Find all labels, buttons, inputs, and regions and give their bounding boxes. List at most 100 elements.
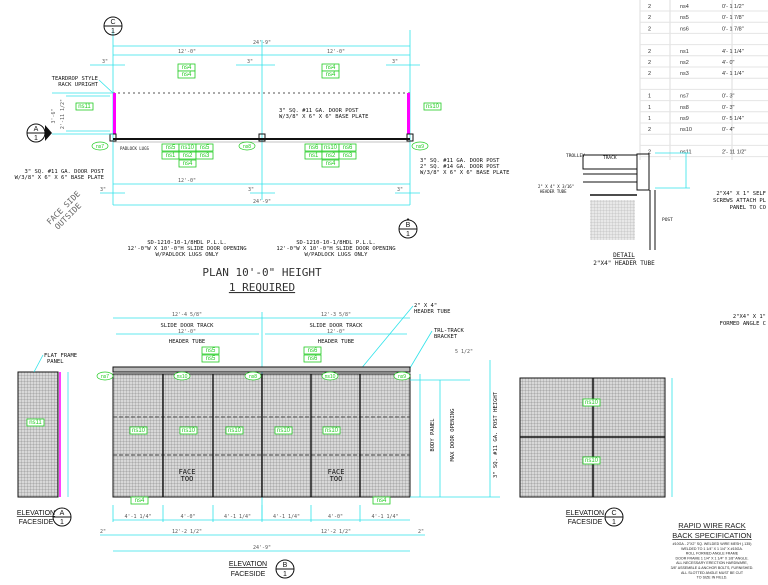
door-text: TOO — [181, 475, 194, 483]
post-label-right: W/3/8" X 6" X 6" BASE PLATE — [420, 170, 509, 176]
part-label-ns4: ns4 — [326, 161, 336, 167]
table-cell-length: 0'- 1 7/8" — [722, 15, 744, 21]
table-cell-length: 4'- 1 1/4" — [722, 71, 744, 77]
part-label-ns10: ns10 — [324, 145, 338, 151]
part-label-box — [195, 151, 214, 160]
part-label-ns6: ns6 — [309, 145, 319, 151]
side-note: 2"X4" X 1" SELF — [716, 191, 766, 197]
teardrop-label: TEARDROP STYLE — [52, 76, 98, 82]
elevation-c: ELEVATION FACESIDE C 1 — [519, 377, 673, 527]
trolley-label: TROLLEY — [566, 153, 585, 159]
door-spec-left: 12'-0"W X 10'-0"H SLIDE DOOR OPENING — [127, 246, 246, 252]
part-label-ns3: ns3 — [343, 153, 353, 159]
part-label-box — [582, 456, 601, 465]
part-label-box — [423, 102, 442, 111]
part-callout-ns9: ns9 — [416, 144, 424, 150]
dim-track-left: 12'-4 5/8" — [172, 312, 202, 318]
part-callout-ns7: ns7 — [101, 374, 109, 380]
part-label-box — [274, 426, 293, 435]
spec-line: ALL SLOTTED ANGLE MUST BE CUT — [681, 571, 744, 575]
part-label-box — [195, 143, 214, 152]
dim-panel: 4'-1 1/4" — [224, 514, 251, 520]
dim-header: 12'-0" — [327, 329, 345, 335]
part-callout-ellipse — [321, 371, 339, 381]
table-cell-length: 2'- 11 1/2" — [722, 150, 746, 156]
table-cell-length: 0'- 1 1/2" — [722, 4, 744, 10]
table-cell-qty: 2 — [648, 60, 651, 66]
part-label-box — [179, 426, 198, 435]
dim-overall-bottom: 24'-9" — [253, 199, 271, 205]
table-cell-qty: 2 — [648, 150, 651, 156]
slide-track-label: SLIDE DOOR TRACK — [161, 323, 215, 329]
part-callout-ns10: ns10 — [177, 374, 188, 380]
post-label-mid: W/3/8" X 6" X 6" BASE PLATE — [279, 114, 368, 120]
part-label-ns1: ns1 — [309, 153, 319, 159]
header-tube-detail: TROLLEY TRACK 2" X 4" X 3/16" HEADER TUB… — [538, 152, 767, 327]
post-label: POST — [662, 217, 673, 223]
part-label-box — [178, 159, 197, 168]
part-label-ns4: ns4 — [135, 498, 145, 504]
table-cell-part: ns1 — [680, 49, 689, 55]
part-label-ns2: ns2 — [183, 153, 193, 159]
table-cell-part: ns3 — [680, 71, 689, 77]
table-cell-length: 4'- 1 1/4" — [722, 49, 744, 55]
part-label-ns4: ns4 — [326, 72, 336, 78]
part-label-box — [201, 346, 220, 355]
header-tube-label: 2" X 4" X 3/16" — [538, 184, 574, 189]
marker-c: C — [611, 510, 616, 517]
specification-block: RAPID WIRE RACK BACK SPECIFICATION #10GA… — [671, 521, 754, 580]
table-cell-qty: 1 — [648, 116, 651, 122]
bracket-callout: TRL-TRACK — [434, 328, 464, 334]
dim-top-gap: 5 1/2" — [455, 349, 473, 355]
table-cell-part: ns2 — [680, 60, 689, 66]
table-cell-length: 4'- 0" — [722, 60, 735, 66]
part-callout-ns8: ns8 — [249, 374, 257, 380]
dim-panel: 4'-1 1/4" — [124, 514, 151, 520]
flat-frame-label: FLAT FRAME — [44, 353, 77, 359]
svg-text:A: A — [34, 126, 39, 133]
side-note-2: 2"X4" X 1" — [733, 314, 766, 320]
part-label-ns10: ns10 — [132, 428, 146, 434]
dim-side: 3" — [102, 59, 108, 65]
header-tube-label: HEADER TUBE — [169, 339, 205, 345]
section-marker-b: B 1 — [398, 218, 418, 239]
dim-overall: 24'-9" — [253, 545, 271, 551]
dim-half: 12'-0" — [178, 178, 196, 184]
part-label-box — [177, 70, 196, 79]
table-cell-part: ns6 — [680, 26, 689, 32]
svg-text:1: 1 — [111, 28, 115, 35]
part-label-ns3: ns3 — [200, 153, 210, 159]
dim-half-right: 12'-0" — [327, 49, 345, 55]
section-marker-c: C 1 — [103, 16, 123, 36]
part-label-ns4: ns4 — [182, 72, 192, 78]
spec-line: #10GA - 2"X2" SQ. WELDED WIRE MESH (.135… — [673, 542, 752, 546]
post-label-right: 2" SQ. #14 GA. DOOR POST — [420, 164, 500, 170]
post-label-mid: 3" SQ. #11 GA. DOOR POST — [279, 108, 359, 114]
door-spec-left: SD-1210-10-1/8HDL P.L.L. — [147, 240, 226, 246]
part-callout-ellipse — [393, 371, 411, 381]
elevation-c-sub: FACESIDE — [568, 519, 603, 526]
part-callout-ellipse — [173, 371, 191, 381]
part-label-ns11: ns11 — [29, 420, 42, 426]
part-label-ns4: ns4 — [377, 498, 387, 504]
part-label-ns6: ns6 — [343, 145, 353, 151]
part-label-ns10: ns10 — [181, 145, 195, 151]
part-label-box — [303, 354, 322, 363]
part-label-ns4: ns4 — [182, 65, 192, 71]
svg-text:1: 1 — [34, 135, 38, 142]
spec-line: 3/8" ASSEMBLE & ANCHOR BOLTS, FURNISHED. — [671, 566, 754, 570]
table-cell-length: 0'- 3" — [722, 105, 735, 111]
part-callout-ns8: ns8 — [243, 144, 251, 150]
track-label: TRACK — [603, 155, 617, 161]
part-callout-ellipse — [411, 141, 429, 151]
elevation-b-title: ELEVATION FACESIDE B 1 — [229, 559, 295, 579]
detail-subtitle: 2"X4" HEADER TUBE — [593, 260, 655, 267]
part-callout-ellipse — [91, 141, 109, 151]
marker-sheet: 1 — [60, 519, 64, 526]
padlock-label: PADLOCK LUGS — [120, 146, 149, 151]
part-label-box — [201, 354, 220, 363]
part-callout-ns7: ns7 — [96, 144, 104, 150]
dim-end: 2" — [100, 529, 106, 535]
